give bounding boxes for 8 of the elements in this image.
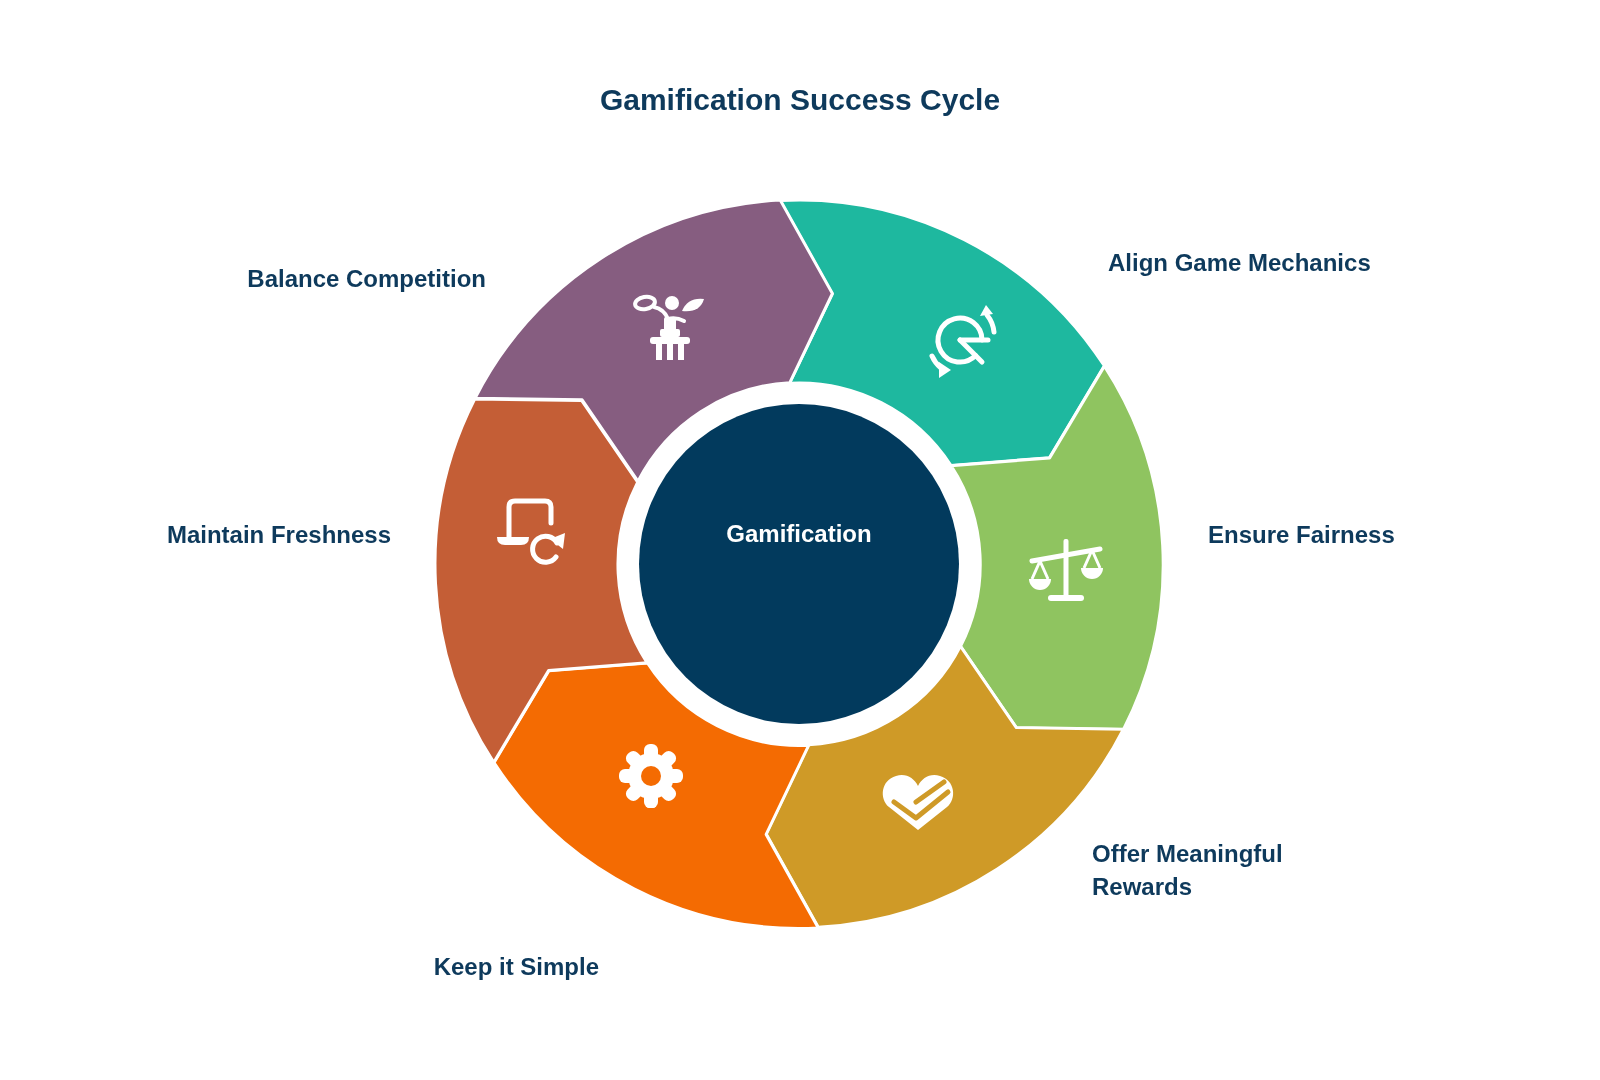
step-label: Ensure Fairness xyxy=(1208,520,1395,550)
step-label: Maintain Freshness xyxy=(166,520,391,550)
step-label: Offer Meaningful Rewards xyxy=(1092,839,1284,902)
step-label: Balance Competition xyxy=(247,264,486,294)
step-label: Keep it Simple xyxy=(433,952,599,982)
diagram-title: Gamification Success Cycle xyxy=(599,83,1001,117)
center-label: Gamification xyxy=(726,519,872,549)
step-label: Align Game Mechanics xyxy=(1108,248,1371,278)
